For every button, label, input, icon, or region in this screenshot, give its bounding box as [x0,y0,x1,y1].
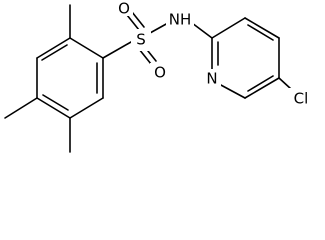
amine-pyridine-bond [191,22,213,39]
sulfur-label: S [136,31,146,49]
structure-drawing: S O O NH N Cl [4,0,314,153]
aromatic-bond [41,44,68,61]
bond [211,17,246,39]
sulfur-nitrogen-bond [149,22,169,34]
aromatic-bond [247,75,274,92]
sulfonyl-double-bond [126,14,140,31]
sulfonyl-double-bond [131,11,145,28]
aromatic-bond [42,94,69,111]
sulfonyl-double-bond [138,48,152,65]
bond [244,17,280,39]
oxygen-label: O [118,0,130,18]
oxygen-label: O [154,64,166,82]
bond [36,97,71,119]
ring-sulfur-bond [102,41,132,59]
bond [69,97,104,119]
bond [244,77,280,99]
chlorine-bond [278,77,292,90]
bond [36,37,71,59]
aromatic-bond [247,24,274,41]
pyridine-nitrogen-label: N [206,70,217,88]
bond [218,83,246,99]
methyl-bond [4,97,38,119]
chlorine-label: Cl [294,90,309,108]
amine-nh-label: NH [169,11,192,29]
atom-labels: S O O NH N Cl [115,0,314,110]
bond [69,37,104,59]
molecule-canvas: S O O NH N Cl [4,0,314,153]
bonds [4,4,292,153]
